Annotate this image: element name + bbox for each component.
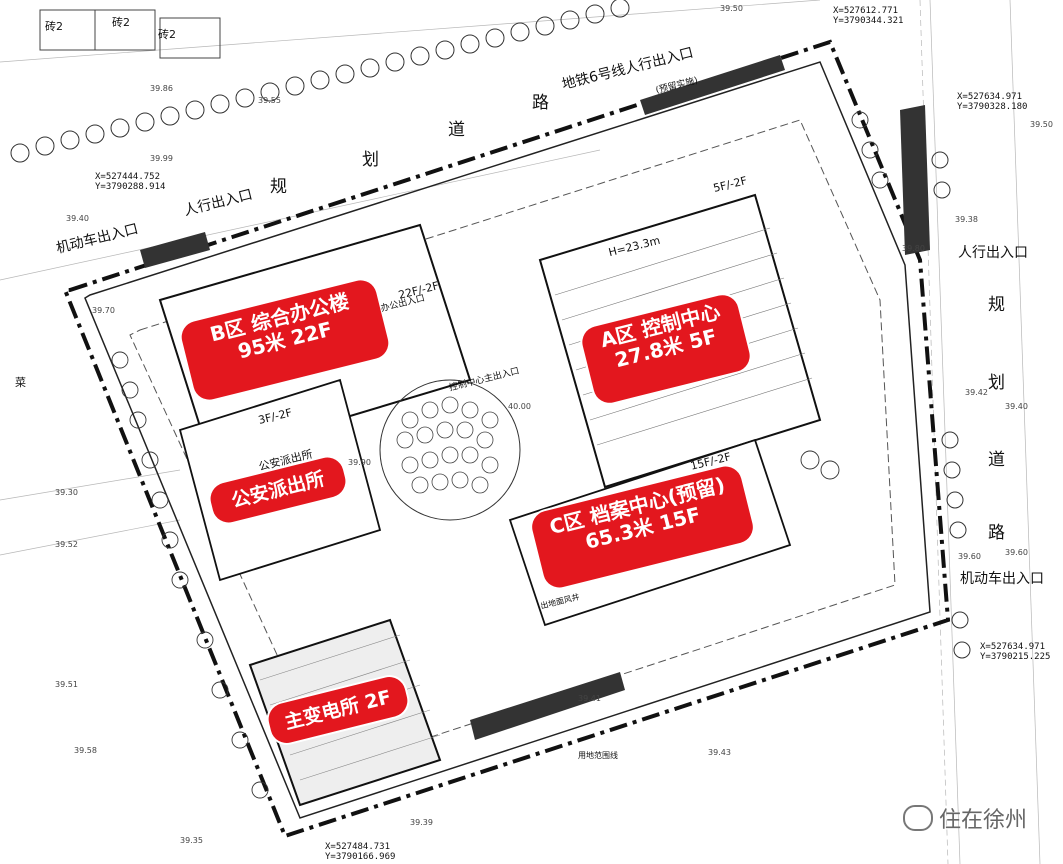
elevation-14: 39.35 <box>180 836 203 845</box>
elevation-17: 39.51 <box>55 680 78 689</box>
elevation-21: 39.40 <box>1005 402 1028 411</box>
road-label-right-4: 路 <box>988 523 1005 543</box>
elevation-22: 39.50 <box>1030 120 1053 129</box>
elevation-8: 39.86 <box>150 84 173 93</box>
land-boundary-label: 用地范围线 <box>578 751 618 760</box>
elevation-2: 39.40 <box>66 214 89 223</box>
elevation-9: 39.99 <box>150 154 173 163</box>
brick-label-3: 砖2 <box>158 28 176 41</box>
elevation-16: 39.52 <box>55 540 78 549</box>
road-label-top-1: 路 <box>532 93 549 113</box>
elevation-7: 40.00 <box>508 402 531 411</box>
elevation-19: 39.39 <box>410 818 433 827</box>
vegetable-label: 菜 <box>15 376 26 389</box>
elevation-13: 39.38 <box>955 215 978 224</box>
elevation-10: 39.55 <box>258 96 281 105</box>
elevation-23: 39.60 <box>958 552 981 561</box>
elevation-20: 39.42 <box>965 388 988 397</box>
elevation-11: 39.41 <box>578 694 601 703</box>
elevation-6: 39.60 <box>1005 548 1028 557</box>
elevation-4: 39.80 <box>902 244 925 253</box>
brick-label-2: 砖2 <box>112 16 130 29</box>
elevation-15: 39.30 <box>55 488 78 497</box>
wechat-icon <box>902 805 933 831</box>
road-label-right-3: 道 <box>988 450 1005 470</box>
road-label-right-2: 划 <box>988 373 1005 393</box>
pedestrian-entrance-right: 人行出入口 <box>958 245 1028 261</box>
elevation-5: 39.90 <box>348 458 371 467</box>
road-label-right-1: 规 <box>988 295 1005 315</box>
road-label-top-4: 规 <box>270 177 287 197</box>
brick-label-1: 砖2 <box>45 20 63 33</box>
road-label-top-3: 划 <box>362 150 379 170</box>
road-label-top-2: 道 <box>448 120 465 140</box>
elevation-18: 39.58 <box>74 746 97 755</box>
elevation-1: 39.50 <box>720 4 743 13</box>
watermark: 住在徐州 <box>902 802 1027 834</box>
vehicle-entrance-right: 机动车出入口 <box>960 571 1044 587</box>
elevation-12: 39.43 <box>708 748 731 757</box>
elevation-3: 39.70 <box>92 306 115 315</box>
